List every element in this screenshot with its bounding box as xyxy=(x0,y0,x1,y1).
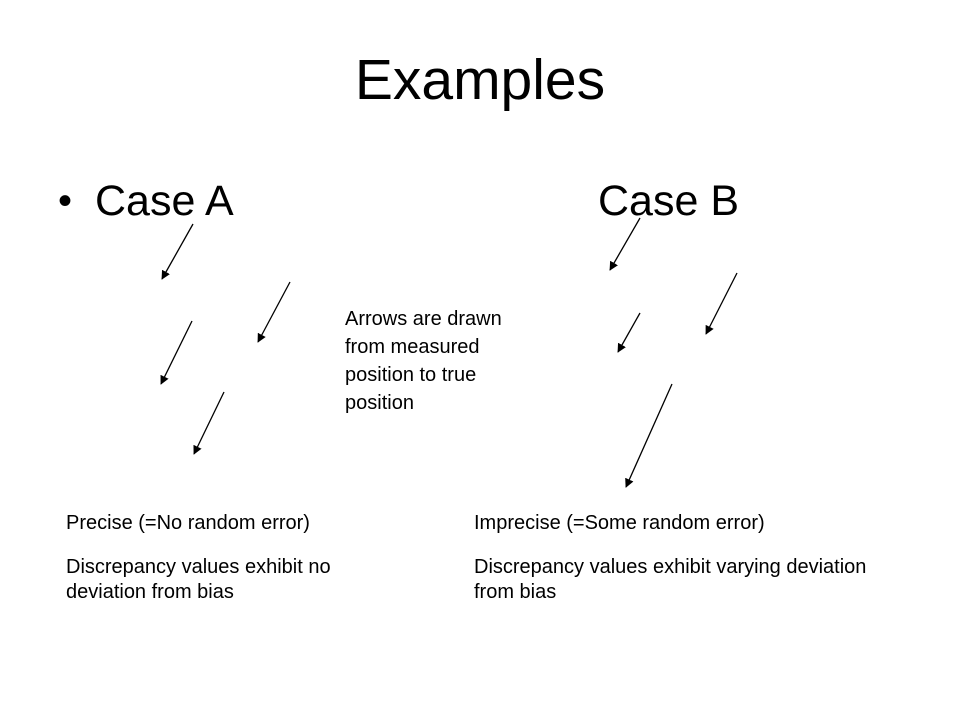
case-a-arrow-3 xyxy=(160,320,193,385)
case-a-arrow-2 xyxy=(257,281,291,343)
case-a-precision-label: Precise (=No random error) xyxy=(66,512,310,534)
case-a-description: Discrepancy values exhibit no deviation … xyxy=(66,556,331,603)
case-b-precision-label: Imprecise (=Some random error) xyxy=(474,512,765,534)
case-b-arrow-2 xyxy=(705,272,738,335)
case-a-heading: Case A xyxy=(95,177,234,225)
arrow-explanation-note: Arrows are drawn from measured position … xyxy=(345,308,502,414)
case-b-heading: Case B xyxy=(598,177,740,225)
case-b-arrow-1 xyxy=(609,217,641,271)
case-a-arrow-4 xyxy=(193,391,225,455)
case-b-arrow-3 xyxy=(617,312,641,353)
case-a-arrow-1 xyxy=(161,223,194,280)
case-b-description: Discrepancy values exhibit varying devia… xyxy=(474,556,867,603)
case-heading-row: • Case A Case B xyxy=(58,176,818,226)
slide-title: Examples xyxy=(354,48,606,112)
bullet-icon: • xyxy=(58,179,73,223)
case-b-arrow-4 xyxy=(625,383,673,488)
